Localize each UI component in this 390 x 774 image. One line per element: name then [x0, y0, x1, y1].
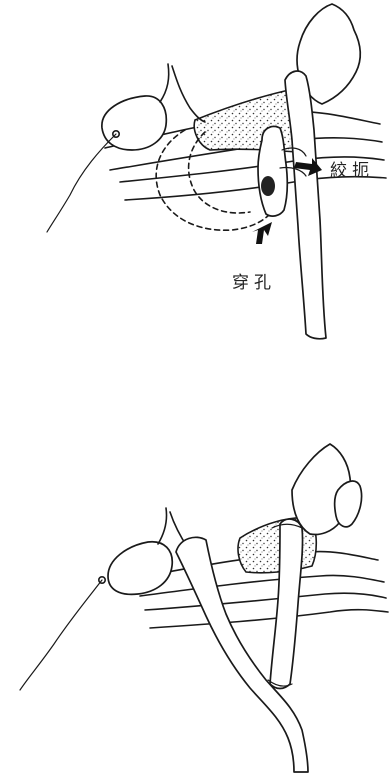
bowel-loop-top — [285, 71, 326, 339]
perforation-arrow — [252, 222, 272, 244]
drain-tube-top — [47, 134, 116, 232]
gallbladder-top — [102, 96, 166, 150]
strangulation-label: 絞扼 — [330, 156, 374, 181]
drain-tube-bottom — [20, 580, 102, 690]
bottom-panel — [20, 444, 388, 772]
cystic-duct-top — [160, 64, 205, 122]
strangulated-segment — [258, 127, 287, 217]
duodenum-bulb-bottom — [335, 481, 362, 527]
perforation-label: 穿孔 — [232, 268, 276, 293]
perforation-site — [261, 176, 275, 196]
gallbladder-bottom — [108, 542, 172, 595]
